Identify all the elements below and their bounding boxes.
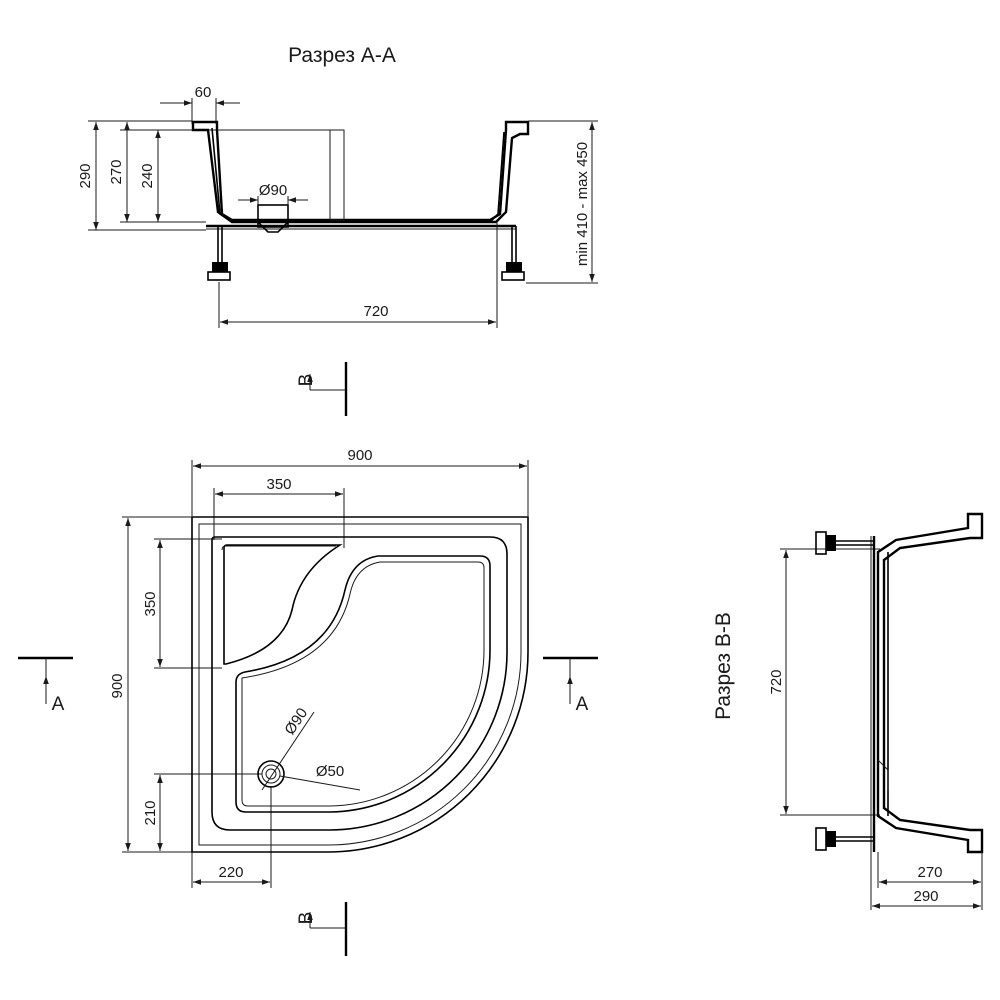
svg-text:220: 220: [218, 864, 243, 881]
svg-text:min 410 - max 450: min 410 - max 450: [574, 142, 591, 266]
svg-text:210: 210: [142, 800, 159, 825]
drain-section: Ø90: [238, 182, 308, 233]
section-b-b: Разрез В-В 720: [712, 512, 984, 910]
dim-drain-x: 220: [191, 786, 272, 888]
dim-60: 60: [160, 84, 240, 124]
svg-text:350: 350: [266, 476, 291, 493]
cut-marker-a-right: A: [543, 656, 598, 715]
svg-text:290: 290: [913, 888, 938, 905]
dim-plan-width: 900: [191, 447, 529, 516]
dim-270: 270: [108, 122, 130, 222]
svg-text:Ø50: Ø50: [316, 763, 344, 780]
section-a-a: Разрез А-А 60 290 270 240: [77, 44, 598, 328]
cut-marker-b-top: B: [296, 362, 348, 416]
dim-seat-width: 350: [213, 476, 345, 548]
dim-drain-y: 210: [142, 773, 262, 851]
svg-text:B: B: [296, 374, 317, 387]
svg-text:720: 720: [363, 303, 388, 320]
tray-section-profile: [191, 120, 530, 230]
svg-text:270: 270: [108, 159, 125, 184]
svg-text:B: B: [296, 912, 317, 925]
svg-text:900: 900: [109, 673, 126, 698]
leg-b-bottom: [815, 827, 874, 851]
svg-text:350: 350: [142, 591, 159, 616]
svg-text:900: 900: [347, 447, 372, 464]
leg-b-top: [815, 531, 874, 555]
dim-290: 290: [77, 122, 99, 230]
svg-text:270: 270: [917, 864, 942, 881]
section-b-title: Разрез В-В: [712, 612, 735, 720]
svg-text:Ø90: Ø90: [259, 182, 287, 199]
dim-legs-height: min 410 - max 450: [526, 120, 598, 284]
cut-marker-a-left: A: [18, 656, 73, 715]
dim-b-720: 720: [768, 548, 880, 816]
dim-720: 720: [218, 222, 498, 328]
svg-text:A: A: [576, 694, 589, 715]
dim-b-290: 290: [870, 852, 981, 910]
svg-text:290: 290: [77, 163, 94, 188]
section-a-title: Разрез А-А: [288, 44, 396, 67]
svg-text:240: 240: [139, 163, 156, 188]
drain-plan: Ø90 Ø50: [257, 705, 361, 791]
dim-seat-depth: 350: [142, 538, 222, 669]
dim-plan-height: 900: [109, 516, 192, 853]
dim-b-270: 270: [877, 852, 983, 910]
tray-section-b-profile: [870, 512, 984, 854]
svg-text:Ø90: Ø90: [281, 705, 311, 738]
svg-text:A: A: [52, 694, 65, 715]
cut-marker-b-bottom: B: [296, 902, 348, 956]
plan-view: B 900 350 900 350: [18, 362, 598, 956]
dim-240: 240: [139, 130, 161, 222]
svg-text:60: 60: [195, 84, 212, 101]
svg-text:720: 720: [768, 669, 785, 694]
leg-right: [501, 226, 525, 281]
leg-left: [207, 226, 231, 281]
tray-plan-outline: [191, 516, 529, 853]
